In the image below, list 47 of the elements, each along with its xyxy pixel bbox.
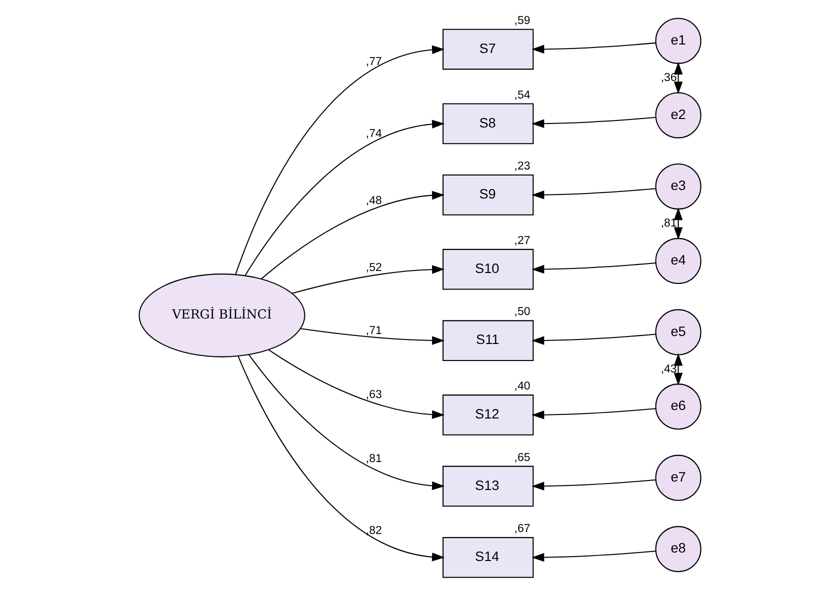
node-circle: e7 [654, 454, 701, 501]
node-label: ,65 [514, 452, 530, 464]
node-label: ,67 [514, 523, 530, 536]
arrow [260, 190, 444, 280]
arrow [248, 354, 444, 490]
arrow [291, 265, 444, 294]
edge-label: ,82 [365, 525, 382, 538]
edge-label: ,48 [365, 195, 382, 208]
arrow [237, 356, 444, 562]
edge-label: ,77 [365, 56, 382, 68]
arrow [531, 188, 656, 200]
arrow [531, 116, 656, 128]
node-label: ,40 [514, 380, 530, 393]
arrow [268, 350, 444, 420]
edge-label: ,81 [660, 218, 676, 230]
node-label: ,23 [514, 160, 530, 173]
node-label: ,54 [514, 89, 530, 102]
node-circle: e3 [654, 164, 701, 210]
edge-label: ,63 [365, 389, 382, 401]
node-ellipse: VERGİ BİLİNCİ [138, 274, 305, 358]
arrow [673, 62, 682, 94]
edge-label: ,43 [660, 363, 676, 376]
edge-label: ,36 [660, 72, 676, 84]
node-circle: e4 [654, 238, 701, 284]
node-label: ,27 [514, 234, 530, 247]
arrow [673, 208, 682, 240]
arrow [234, 45, 444, 275]
edge-label: ,52 [365, 262, 382, 274]
edge-label: ,71 [365, 325, 382, 338]
arrow [531, 479, 656, 491]
node-circle: e6 [654, 384, 701, 430]
arrow [673, 353, 682, 386]
edge-label: ,81 [365, 452, 382, 465]
edge-label: ,74 [365, 128, 382, 140]
arrow [300, 328, 444, 345]
arrow [244, 120, 444, 276]
node-circle: e2 [654, 92, 701, 138]
node-circle: e5 [654, 309, 701, 356]
node-label: ,59 [514, 14, 530, 27]
arrow [531, 334, 656, 345]
node-circle: e1 [654, 18, 701, 64]
arrow [531, 42, 656, 54]
arrow [531, 408, 656, 420]
arrow [531, 550, 656, 562]
node-label: ,50 [514, 306, 530, 318]
node-circle: e8 [654, 526, 701, 572]
arrow [531, 262, 656, 274]
